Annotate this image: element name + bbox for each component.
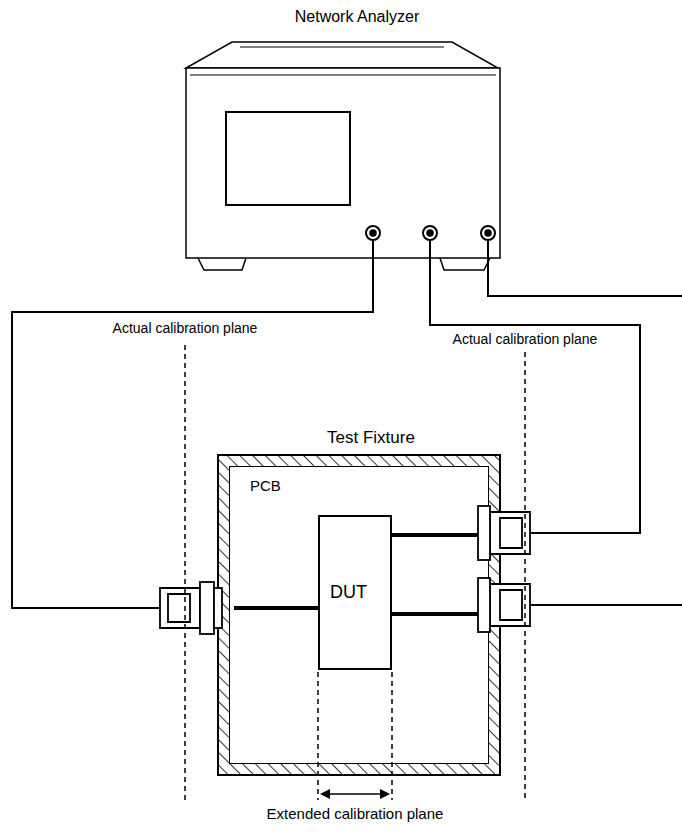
fixture-node: Test FixturePCB DUT <box>218 428 524 775</box>
fixture-housing <box>218 455 500 775</box>
fixture-housing-fill <box>230 467 488 763</box>
calibration-label: Extended calibration plane <box>265 805 446 822</box>
dut-label: DUT <box>330 582 367 603</box>
port-wire <box>488 240 682 296</box>
port-wire <box>530 604 682 606</box>
pcb-region: PCB DUT <box>230 467 492 763</box>
calibration-plane-line <box>185 345 525 800</box>
dut-box: DUT <box>318 515 392 670</box>
calibration-label: Actual calibration plane <box>111 320 260 336</box>
node-heading: Network Analyzer <box>180 8 534 26</box>
calibration-label: Actual calibration plane <box>451 331 600 347</box>
dimension-arrow <box>320 789 390 799</box>
node-heading: Test Fixture <box>218 428 524 448</box>
analyzer-node: Network Analyzer <box>180 6 534 258</box>
analyzer-drawing <box>186 42 500 270</box>
node-heading: PCB <box>250 477 492 494</box>
